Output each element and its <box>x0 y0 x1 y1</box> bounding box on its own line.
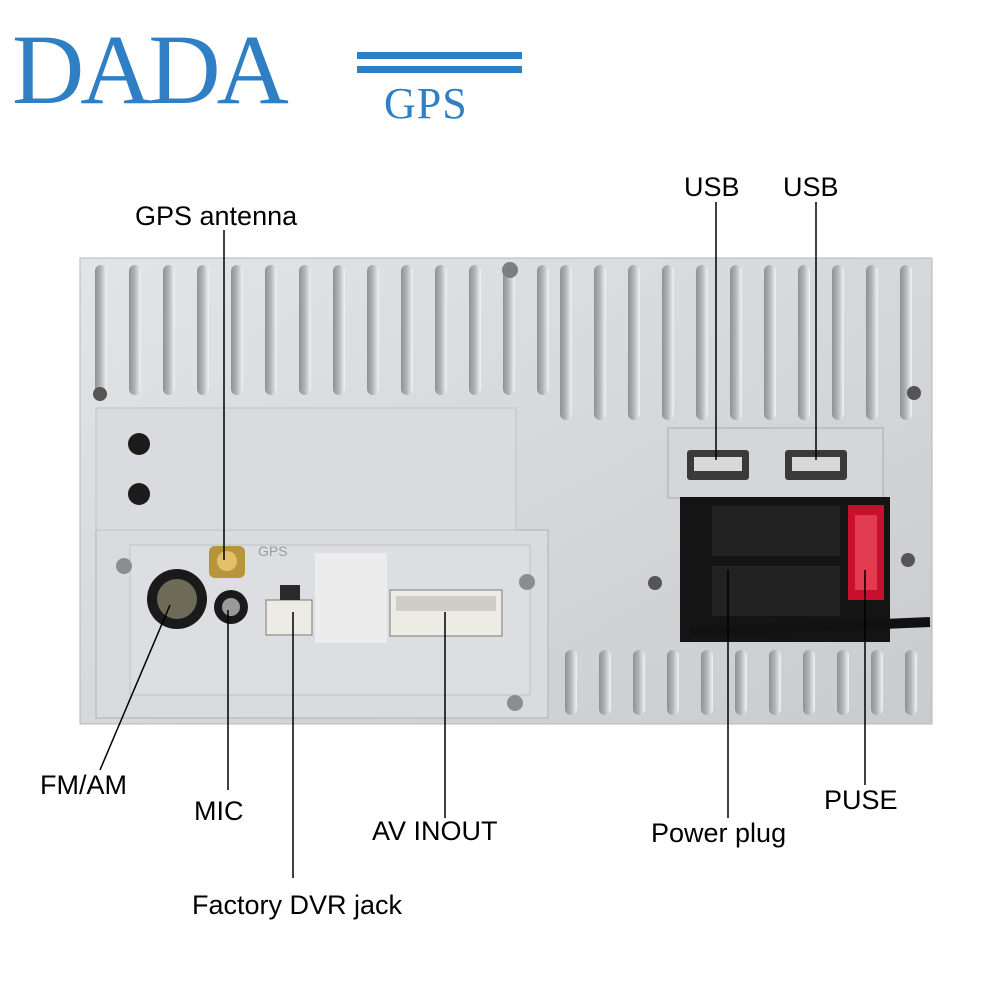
logo-stripe <box>357 66 522 73</box>
factory-dvr-jack <box>265 585 313 636</box>
label-power-plug: Power plug <box>651 818 787 848</box>
fin-slot <box>231 265 243 395</box>
fin-slot <box>333 265 345 395</box>
fin-slot <box>599 650 611 715</box>
fin-slot <box>837 650 849 715</box>
upper-left-plate <box>95 407 517 531</box>
fin-slot <box>803 650 815 715</box>
mount-hole <box>128 483 150 505</box>
fin-slot <box>735 650 747 715</box>
fin-slot <box>866 265 878 420</box>
fin-slot <box>565 650 577 715</box>
fin-slot <box>129 265 141 395</box>
brand-logo: DADA GPS <box>12 20 522 130</box>
fin-slot <box>667 650 679 715</box>
label-fuse: PUSE <box>824 785 898 815</box>
mount-hole <box>128 433 150 455</box>
av-inout-connector <box>389 589 503 637</box>
leader-lines <box>99 202 866 878</box>
fin-slot <box>662 265 674 420</box>
usb-port-2 <box>785 450 847 480</box>
fin-slot <box>628 265 640 420</box>
fin-slot <box>905 650 917 715</box>
fin-slot <box>401 265 413 395</box>
mic-jack <box>214 590 248 624</box>
fin-slot <box>95 265 107 395</box>
logo-main-text: DADA <box>12 14 289 125</box>
logo-stripe <box>357 52 522 59</box>
heat-sink-fins <box>95 265 917 715</box>
fin-slot <box>701 650 713 715</box>
label-usb-1: USB <box>684 172 740 202</box>
fin-slot <box>469 265 481 395</box>
fin-slot <box>900 265 912 420</box>
gps-antenna-connector <box>209 546 245 578</box>
fin-slot <box>560 265 572 420</box>
fin-slot <box>633 650 645 715</box>
usb-port-1 <box>687 450 749 480</box>
fin-slot <box>435 265 447 395</box>
fin-slot <box>163 265 175 395</box>
label-gps-antenna: GPS antenna <box>135 201 298 231</box>
label-fm-am: FM/AM <box>40 770 127 800</box>
label-factory-dvr: Factory DVR jack <box>192 890 403 920</box>
fin-slot <box>299 265 311 395</box>
fin-slot <box>696 265 708 420</box>
label-av-inout: AV INOUT <box>372 816 498 846</box>
fin-slot <box>594 265 606 420</box>
gps-panel-print: GPS <box>258 543 288 559</box>
fin-slot <box>769 650 781 715</box>
fin-slot <box>503 265 515 395</box>
fin-slot <box>798 265 810 420</box>
fin-slot <box>832 265 844 420</box>
fin-slot <box>197 265 209 395</box>
fm-am-antenna-socket <box>147 569 207 629</box>
fin-slot <box>764 265 776 420</box>
label-mic: MIC <box>194 796 244 826</box>
fin-slot <box>537 265 549 395</box>
fin-slot <box>871 650 883 715</box>
fin-slot <box>730 265 742 420</box>
white-sticker <box>315 553 387 643</box>
fuse <box>848 505 884 600</box>
label-usb-2: USB <box>783 172 839 202</box>
fin-slot <box>367 265 379 395</box>
logo-sub-text: GPS <box>384 79 468 128</box>
fin-slot <box>265 265 277 395</box>
